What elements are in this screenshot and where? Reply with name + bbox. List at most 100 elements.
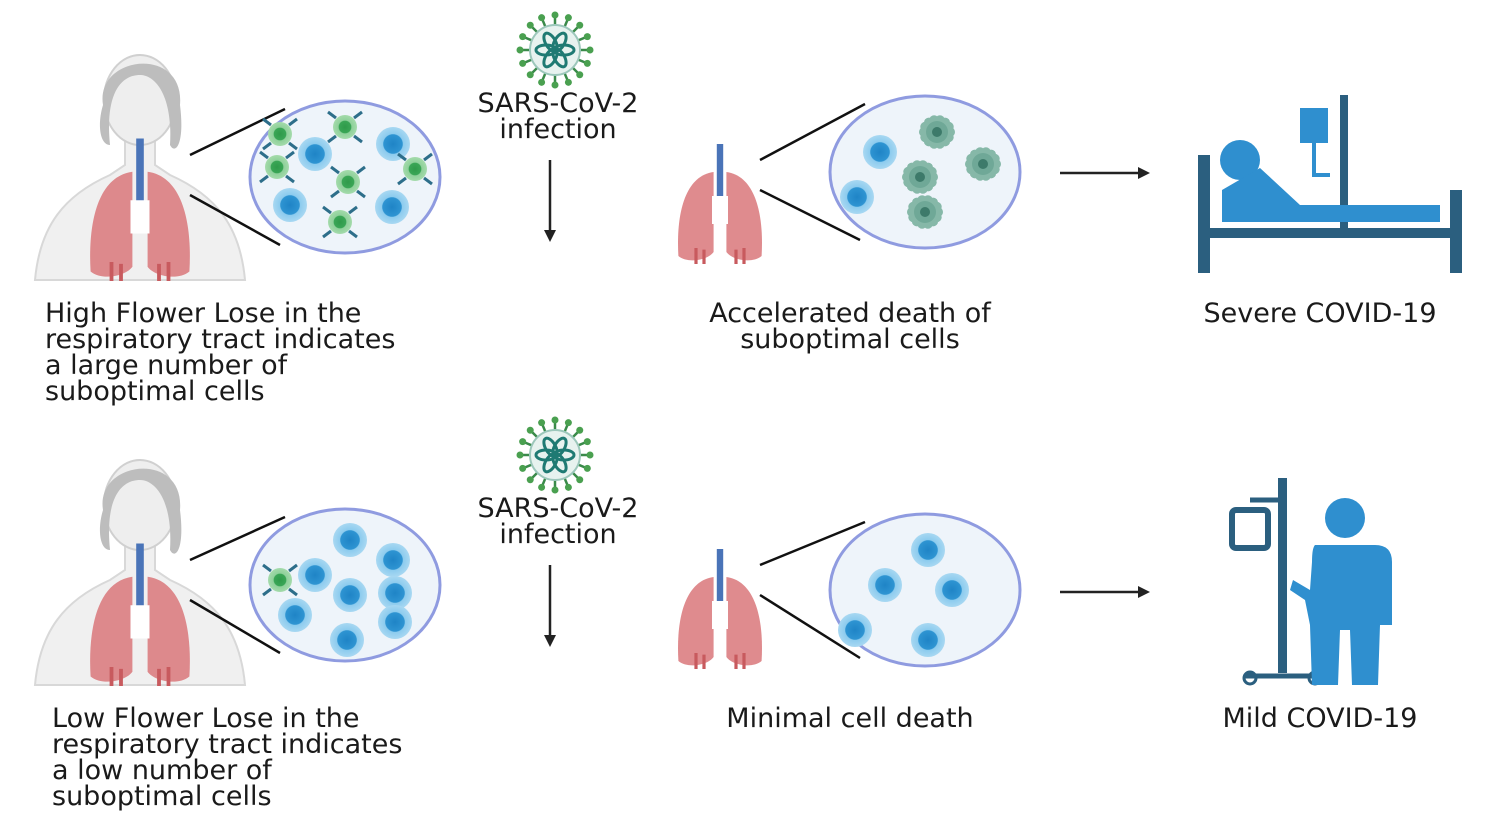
healthy-cell — [911, 533, 945, 567]
healthy-cell — [911, 623, 945, 657]
cell-body — [911, 533, 945, 567]
iv-line — [1312, 143, 1330, 177]
iv-pole — [1278, 478, 1287, 673]
receptor — [353, 134, 363, 144]
spike-tip — [564, 419, 572, 427]
dying-cell — [902, 160, 938, 194]
diaphragm — [109, 667, 171, 687]
person-head — [1325, 498, 1365, 538]
receptor — [423, 152, 433, 162]
cell-body — [378, 605, 412, 639]
heart-gap — [130, 605, 150, 639]
spike-tip — [526, 21, 534, 29]
cell-body — [298, 558, 332, 592]
suboptimal-cell — [397, 152, 433, 186]
dying-cell — [965, 147, 1001, 181]
spike-tip — [538, 78, 546, 86]
zoom-line — [189, 193, 281, 247]
left-lung — [90, 576, 133, 682]
spike-tip — [586, 451, 594, 459]
spike-tip — [519, 464, 527, 472]
zoom-line — [759, 188, 861, 242]
cell-body — [378, 576, 412, 610]
receptor — [322, 229, 332, 239]
trachea — [136, 138, 144, 210]
left-lung — [90, 171, 133, 277]
receptor — [322, 205, 332, 215]
zoom-line — [189, 598, 281, 655]
suboptimal-cell — [262, 563, 298, 597]
receptor — [262, 587, 272, 597]
cell-body — [333, 578, 367, 612]
cell-body — [330, 623, 364, 657]
receptor — [262, 141, 272, 151]
cause-label-line: a large number of — [45, 350, 289, 381]
receptor — [259, 150, 269, 160]
receptor — [348, 229, 358, 239]
outcome-label: Mild COVID-19 — [1223, 703, 1418, 734]
spike-tip — [519, 438, 527, 446]
healthy-cell — [863, 135, 897, 169]
arrow-head — [1138, 167, 1150, 179]
zoom-line — [189, 107, 286, 157]
spike-tip — [551, 81, 559, 89]
cell-body — [328, 210, 352, 234]
cell-body — [268, 568, 292, 592]
infection-label-line: SARS-CoV-2 — [478, 88, 639, 119]
nucleus — [920, 207, 930, 217]
cause-label-line: respiratory tract indicates — [45, 324, 395, 355]
outcome-label: Severe COVID-19 — [1204, 298, 1437, 329]
spike-tip — [586, 46, 594, 54]
cell-body — [273, 188, 307, 222]
receptor — [288, 117, 298, 127]
receptor — [356, 165, 366, 175]
cause-label-line: a low number of — [52, 755, 273, 786]
spike-tip — [551, 11, 559, 19]
receptor — [348, 205, 358, 215]
suboptimal-cell — [330, 165, 366, 199]
healthy-cell — [376, 543, 410, 577]
arrow-head — [544, 230, 556, 242]
cell-body — [376, 127, 410, 161]
woman-torso-icon — [33, 459, 247, 687]
cell-body — [278, 598, 312, 632]
virus-icon — [516, 416, 594, 494]
trachea — [136, 543, 144, 615]
cell-body — [298, 137, 332, 171]
healthy-cell — [333, 578, 367, 612]
spike-tip — [538, 419, 546, 427]
suboptimal-cell — [262, 117, 298, 151]
healthy-cell — [298, 558, 332, 592]
zoom-line — [759, 593, 861, 660]
healthy-cell — [273, 188, 307, 222]
infection-label-line: SARS-CoV-2 — [478, 493, 639, 524]
diaphragm — [694, 248, 746, 265]
cell-body — [868, 568, 902, 602]
spike-tip — [519, 33, 527, 41]
arrow-head — [544, 635, 556, 647]
cell-body — [375, 190, 409, 224]
dying-cell — [907, 195, 943, 229]
left-lung — [678, 172, 714, 261]
receptor — [327, 134, 337, 144]
spike-tip — [564, 14, 572, 22]
iv-stand-patient-icon — [1229, 478, 1392, 686]
healthy-cell — [333, 523, 367, 557]
healthy-cell — [838, 613, 872, 647]
iv-bag — [1300, 108, 1328, 143]
healthy-cell — [330, 623, 364, 657]
cell-body — [268, 122, 292, 146]
left-lung — [678, 577, 714, 666]
spike-tip — [526, 71, 534, 79]
cell-body — [935, 573, 969, 607]
person-body — [1290, 545, 1392, 685]
healthy-cell — [298, 137, 332, 171]
spike-tip — [576, 426, 584, 434]
right-lung — [726, 172, 762, 261]
suboptimal-cell — [327, 110, 363, 144]
